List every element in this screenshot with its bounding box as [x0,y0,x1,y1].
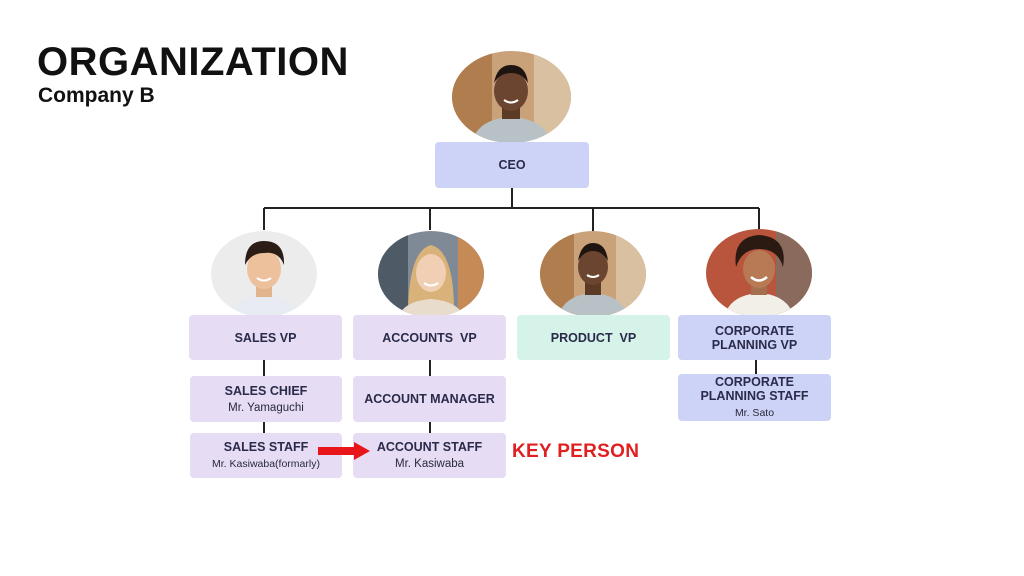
sales-vp-photo [211,231,317,317]
accounts-vp-role: ACCOUNTS VP [382,330,477,345]
sales-staff-name: Mr. Kasiwaba(formarly) [212,458,320,470]
sales-staff-role: SALES STAFF [223,440,309,454]
ceo-photo [452,51,571,143]
sales-chief-box: SALES CHIEF Mr. Yamaguchi [190,376,342,422]
page-title: ORGANIZATION [37,40,349,84]
corporate-planning-vp-box: CORPORATE PLANNING VP [678,315,831,360]
right-arrow-icon [318,442,370,460]
ceo-box: CEO [435,142,589,188]
product-vp-role: PRODUCT VP [550,330,637,345]
account-manager-box: ACCOUNT MANAGER [353,376,506,422]
accounts-vp-box: ACCOUNTS VP [353,315,506,360]
sales-staff-box: SALES STAFF Mr. Kasiwaba(formarly) [190,433,342,478]
corporate-planning-vp-role: CORPORATE PLANNING VP [711,323,798,352]
corporate-planning-staff-role: CORPORATE PLANNING STAFF [700,375,809,403]
ceo-role: CEO [498,158,526,172]
page-subtitle: Company B [38,84,155,107]
product-vp-photo [540,231,646,317]
corporate-planning-staff-name: Mr. Sato [734,407,775,419]
account-manager-role: ACCOUNT MANAGER [364,392,495,406]
sales-vp-box: SALES VP [189,315,342,360]
sales-chief-name: Mr. Yamaguchi [228,401,304,414]
key-person-label: KEY PERSON [512,441,640,462]
corporate-planning-vp-photo [706,229,812,317]
account-staff-role: ACCOUNT STAFF [376,440,483,454]
accounts-vp-photo [378,231,484,317]
sales-vp-role: SALES VP [234,330,297,345]
account-staff-box: ACCOUNT STAFF Mr. Kasiwaba [353,433,506,478]
corporate-planning-staff-box: CORPORATE PLANNING STAFF Mr. Sato [678,374,831,421]
sales-chief-role: SALES CHIEF [224,383,308,398]
account-staff-name: Mr. Kasiwaba [394,458,465,470]
product-vp-box: PRODUCT VP [517,315,670,360]
